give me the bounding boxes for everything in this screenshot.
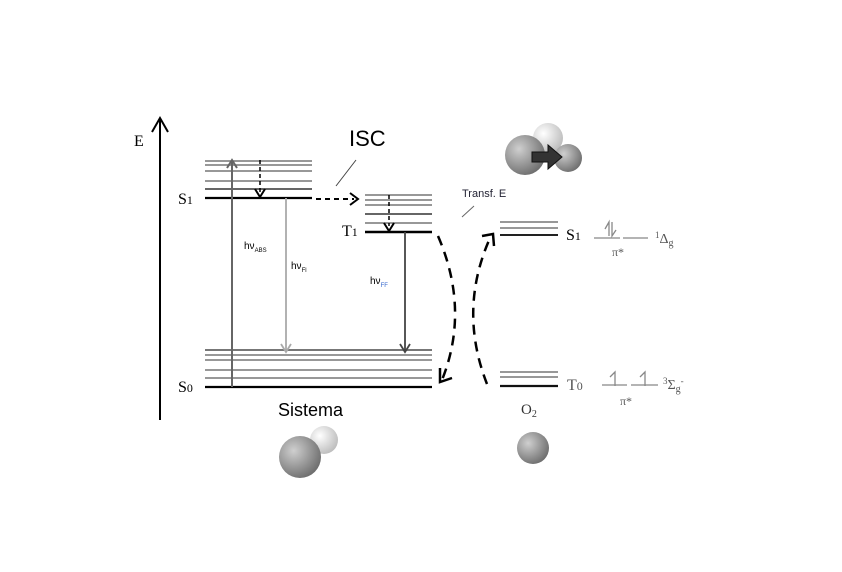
transfer-label: Transf. E (462, 188, 506, 200)
oxygen-name-label: O2 (521, 402, 537, 420)
system-name-label: Sistema (278, 400, 344, 420)
oxygen-molecule-icon (517, 432, 549, 464)
system-s0-levels (205, 349, 432, 389)
t1-relaxation-arrow (383, 195, 395, 233)
oxygen-t0-levels (500, 371, 558, 388)
phosphorescence-label: hνFF (370, 276, 388, 289)
singlet-delta-term: 1Δg (655, 230, 674, 249)
isc-label: ISC (349, 126, 386, 151)
oxygen-s1-label: S1 (566, 227, 581, 244)
energy-axis-label: E (134, 133, 144, 150)
transfer-pointer (461, 205, 475, 218)
phosphorescence-arrow (399, 232, 411, 354)
fluorescence-label: hνFl (291, 261, 307, 274)
isc-arrow (316, 192, 360, 206)
absorption-label: hνABS (244, 241, 267, 254)
energy-transfer-down-arrow (436, 235, 457, 384)
system-s1-label: S1 (178, 191, 193, 208)
system-s0-label: S0 (178, 379, 193, 396)
excited-molecule-icon (505, 123, 582, 175)
system-t1-label: T1 (342, 223, 358, 240)
pi-star-lower-label: π* (620, 394, 632, 408)
delta-orbitals (594, 219, 648, 239)
system-s1-levels (205, 160, 312, 200)
sigma-orbitals (602, 370, 658, 386)
energy-axis (151, 115, 169, 420)
energy-transfer-up-arrow (471, 232, 496, 385)
triplet-sigma-term: 3Σg- (663, 376, 684, 395)
oxygen-s1-levels (500, 221, 558, 236)
fluorescence-arrow (280, 198, 292, 354)
oxygen-t0-label: T0 (567, 377, 583, 394)
s1-relaxation-arrow (254, 160, 266, 199)
system-t1-levels (365, 194, 432, 234)
pi-star-upper-label: π* (612, 245, 624, 259)
system-molecule-icon (279, 426, 338, 478)
isc-pointer (335, 159, 357, 187)
absorption-arrow (226, 158, 238, 387)
